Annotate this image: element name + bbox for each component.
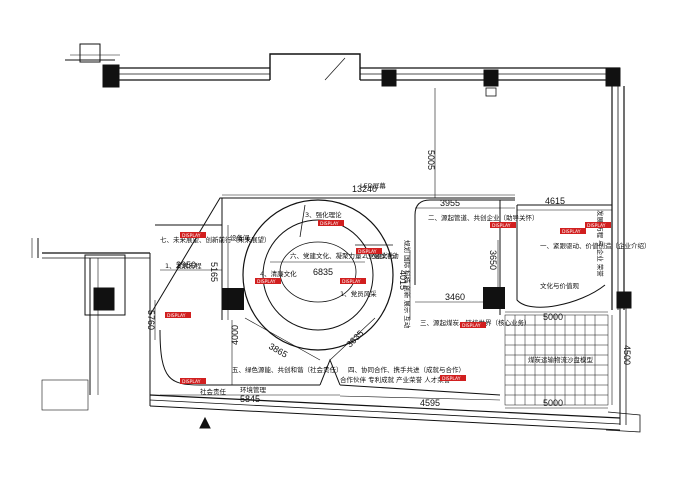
inner-1-label: 3、强化理论 <box>305 210 342 219</box>
top-wall <box>65 43 632 425</box>
dim-5005: 5005 <box>426 150 436 170</box>
dim-2950: 2950 <box>176 260 196 270</box>
dim-5845: 5845 <box>240 394 260 404</box>
dim-5760: 5760 <box>146 310 156 330</box>
zone-six-label: 六、党建文化、凝聚力量（党建文化） <box>290 251 401 260</box>
dim-4615: 4615 <box>545 196 565 206</box>
exhibit-outline <box>149 197 612 396</box>
culture-label: 文化与价值观 <box>540 281 580 290</box>
display-tag-text: DISPLAY <box>358 249 377 255</box>
zone-one-label: 一、紧跟驱动、价值创造（企业介绍） <box>540 241 651 250</box>
display-tags: DISPLAY DISPLAY DISPLAY DISPLAY DISPLAY … <box>165 220 611 385</box>
led-screen-label: LED屏幕 <box>360 181 386 190</box>
dimension-lines <box>154 88 613 409</box>
display-tag-text: DISPLAY <box>562 229 581 235</box>
display-tag-text: DISPLAY <box>462 323 481 329</box>
zone-four-label: 四、协同合作、携手共进（成就与合作） <box>348 365 465 374</box>
inner-2-label: 4、清廉文化 <box>260 269 297 278</box>
inner-4-label: 1、党员风采 <box>340 289 377 298</box>
dim-4500: 4500 <box>622 345 632 365</box>
env-label: 环境管理 <box>240 385 267 394</box>
column-left <box>222 288 244 310</box>
inner-3-label: 2、党群活动 <box>362 251 399 260</box>
dim-4015: 4015 <box>398 270 408 290</box>
zone-seven-label: 七、未来展望、创新前行（未来展望） <box>160 235 271 244</box>
display-tag-text: DISPLAY <box>342 279 361 285</box>
dim-5000-bottom: 5000 <box>543 398 563 408</box>
display-tag <box>440 375 466 381</box>
zone-two-label: 二、源起管道、共创企业（助导关怀） <box>428 213 539 222</box>
display-tag <box>180 378 206 384</box>
vertical-right-label: 发展 历程 与 企业 荣誉 <box>596 210 605 277</box>
equipment-room-label: 设备间 <box>230 233 250 242</box>
dim-3460: 3460 <box>445 292 465 302</box>
display-tag <box>340 278 366 284</box>
display-tag-text: DISPLAY <box>587 223 606 229</box>
display-tag <box>585 222 611 228</box>
dim-3635: 3635 <box>344 328 365 349</box>
coal-model-label: 煤炭运输物流沙盘模型 <box>528 355 594 364</box>
coal-model-grid <box>504 314 609 406</box>
zone-five-label: 五、绿色源能、共创和谐（社会责任） <box>232 365 343 374</box>
display-tag-text: DISPLAY <box>167 313 186 319</box>
dim-3955: 3955 <box>440 198 460 208</box>
display-tag <box>460 322 486 328</box>
columns <box>222 287 505 310</box>
dim-6835: 6835 <box>313 267 333 277</box>
column-right <box>483 287 505 309</box>
display-tag <box>255 278 281 284</box>
display-tag <box>318 220 344 226</box>
dim-3650: 3650 <box>488 250 498 270</box>
display-tag-text: DISPLAY <box>320 221 339 227</box>
dim-4000: 4000 <box>230 325 240 345</box>
display-tag <box>356 248 382 254</box>
dim-3865: 3865 <box>267 341 289 360</box>
society-label: 社会责任 <box>200 387 227 396</box>
display-tag-text: DISPLAY <box>182 379 201 385</box>
bottom-wall <box>149 394 641 433</box>
history-label: 1、发展历程 <box>165 261 202 270</box>
display-tag-text: DISPLAY <box>442 376 461 382</box>
left-wall <box>31 238 151 411</box>
cooperation-label: 合作伙伴 专利成就 产业荣誉 人才荣誉 <box>340 375 451 384</box>
display-tag-text: DISPLAY <box>257 279 276 285</box>
display-tag-text: DISPLAY <box>492 223 511 229</box>
vertical-left-label: 规划 国际 科技 创新 展示 互动 <box>403 240 412 329</box>
display-tag <box>180 232 206 238</box>
display-tag <box>165 312 191 318</box>
display-tag <box>490 222 516 228</box>
dim-5000-top: 5000 <box>543 312 563 322</box>
display-tag <box>560 228 586 234</box>
dim-5165: 5165 <box>209 262 219 282</box>
dim-13240: 13240 <box>352 184 377 194</box>
dim-4595: 4595 <box>420 398 440 408</box>
display-tag-text: DISPLAY <box>182 233 201 239</box>
